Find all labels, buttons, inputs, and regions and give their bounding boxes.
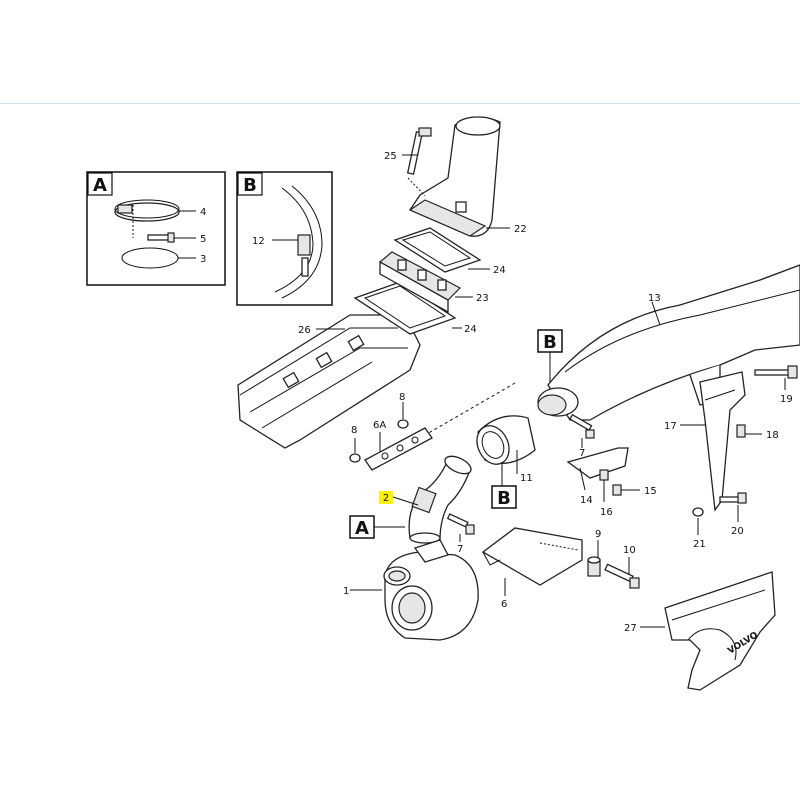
part-number-24-upper: 24 [493, 265, 506, 276]
part-number-13: 13 [648, 293, 661, 304]
part-number-6: 6 [501, 599, 507, 610]
callout-b-upper: B [537, 329, 563, 382]
part-number-27: 27 [624, 623, 637, 634]
bracket: 14 16 15 [566, 447, 657, 518]
heat-shield-plate: 6 [481, 527, 583, 610]
detail-b-label: B [243, 175, 257, 196]
part-number-25: 25 [384, 151, 397, 162]
spacer-and-bolt: 9 10 [587, 529, 640, 589]
part-number-10: 10 [623, 545, 636, 556]
part-number-3: 3 [200, 254, 206, 265]
part-number-26: 26 [298, 325, 311, 336]
part-number-8-right: 8 [399, 392, 405, 403]
callout-b-upper-label: B [543, 332, 557, 353]
part-number-11: 11 [520, 473, 533, 484]
part-number-12: 12 [252, 236, 265, 247]
part-number-24-lower: 24 [464, 324, 477, 335]
cover: VOLVO 27 [624, 571, 776, 691]
part-number-4: 4 [200, 207, 206, 218]
part-number-14: 14 [580, 495, 593, 506]
part-number-21: 21 [693, 539, 706, 550]
part-number-7-upper: 7 [579, 448, 585, 459]
part-number-1: 1 [343, 586, 349, 597]
part-number-8-left: 8 [351, 425, 357, 436]
turbocharger: 1 [343, 539, 479, 641]
part-number-18: 18 [766, 430, 779, 441]
header-divider [0, 103, 800, 104]
intake-manifold: 26 [237, 314, 421, 449]
support-bracket: 17 18 19 20 21 [664, 365, 798, 550]
part-number-22: 22 [514, 224, 527, 235]
detail-a-label: A [93, 175, 107, 196]
part-number-6a: 6A [373, 420, 386, 431]
callout-b-lower: B [491, 485, 517, 509]
part-number-16: 16 [600, 507, 613, 518]
part-number-9: 9 [595, 529, 601, 540]
part-number-2[interactable]: 2 [383, 493, 389, 504]
part-number-23: 23 [476, 293, 489, 304]
part-number-15: 15 [644, 486, 657, 497]
callout-b-lower-label: B [497, 488, 511, 509]
detail-box-b: B 12 [236, 171, 333, 306]
callout-a: A [349, 515, 405, 539]
hose: 11 [476, 415, 536, 486]
charge-air-pipe: 13 [419, 264, 800, 439]
gasket-plate: 6A 8 8 [349, 392, 433, 471]
part-number-19: 19 [780, 394, 793, 405]
highlight-marker [379, 491, 393, 504]
detail-box-a: A 4 5 3 [86, 171, 226, 286]
part-number-20: 20 [731, 526, 744, 537]
part-number-5: 5 [200, 234, 206, 245]
bolt-upper: 7 [569, 413, 595, 459]
callout-a-label: A [355, 518, 369, 539]
part-number-17: 17 [664, 421, 677, 432]
pipe-bend: 2 7 [379, 455, 475, 555]
elbow-pipe: 22 25 [384, 116, 527, 237]
part-number-7-lower: 7 [457, 544, 463, 555]
gasket-stack: 24 23 24 [353, 227, 506, 335]
